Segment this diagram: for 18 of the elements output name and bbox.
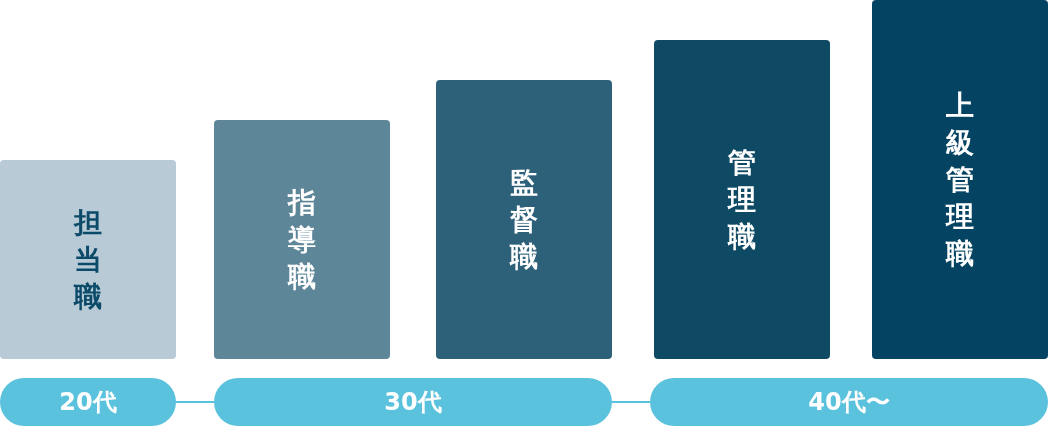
age-range-band <box>0 378 176 426</box>
position-bar <box>872 0 1048 359</box>
age-range-band <box>214 378 612 426</box>
age-label: 40代〜 <box>808 390 890 414</box>
connector-line <box>175 401 215 403</box>
position-bar <box>654 40 830 359</box>
age-label: 30代 <box>384 390 442 414</box>
job-title: 指導職 <box>287 185 317 295</box>
job-title: 監督職 <box>509 165 539 275</box>
job-title: 担当職 <box>73 205 103 315</box>
position-bar <box>214 120 390 359</box>
job-title: 上級管理職 <box>945 88 975 272</box>
age-range-band <box>650 378 1048 426</box>
position-bar <box>0 160 176 359</box>
connector-line <box>611 401 651 403</box>
age-label: 20代 <box>59 390 117 414</box>
job-title: 管理職 <box>727 145 757 255</box>
position-bar <box>436 80 612 359</box>
